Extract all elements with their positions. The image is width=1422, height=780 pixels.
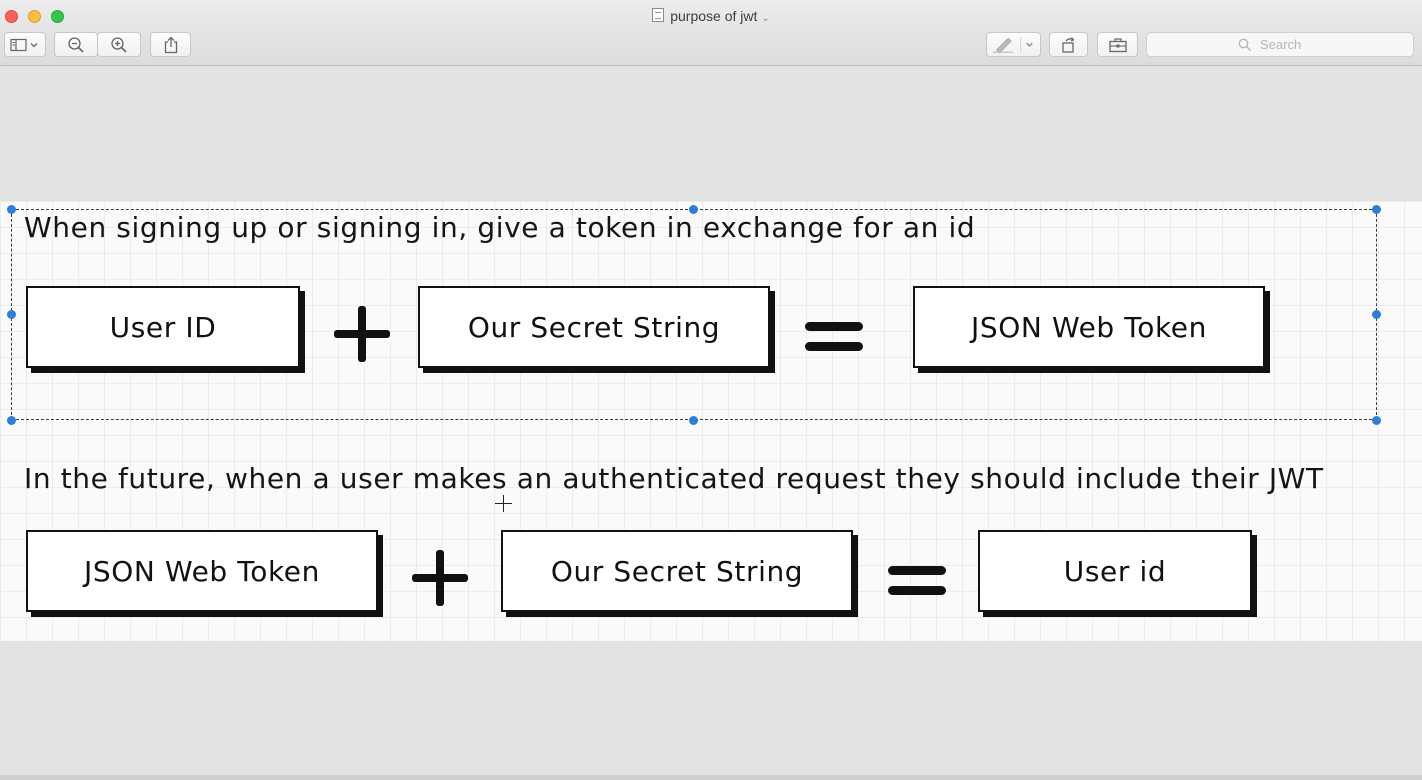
box-user-id: User id: [978, 530, 1252, 612]
share-button[interactable]: [150, 32, 191, 57]
markup-button[interactable]: [986, 32, 1041, 57]
maximize-window-button[interactable]: [51, 10, 64, 23]
selection-handle-bottom-left[interactable]: [7, 416, 16, 425]
document-canvas[interactable]: When signing up or signing in, give a to…: [0, 201, 1422, 641]
zoom-out-button[interactable]: [54, 32, 98, 57]
document-icon: [652, 8, 665, 22]
markup-pen-icon: [992, 36, 1033, 53]
search-input[interactable]: [1258, 36, 1322, 53]
window-title-text: purpose of jwt: [670, 8, 758, 24]
selection-handle-right[interactable]: [1372, 310, 1381, 319]
search-icon: [1238, 38, 1251, 51]
box-secret-string: Our Secret String: [418, 286, 770, 368]
toolbox-icon: [1108, 37, 1127, 52]
equals-icon: [888, 566, 946, 596]
title-chevron-icon[interactable]: ⌄: [761, 13, 770, 24]
box-json-web-token: JSON Web Token: [26, 530, 378, 612]
selection-handle-left[interactable]: [7, 310, 16, 319]
selection-handle-bottom[interactable]: [689, 416, 698, 425]
heading-signing-in: When signing up or signing in, give a to…: [24, 211, 976, 244]
zoom-out-icon: [68, 36, 84, 53]
heading-future-requests: In the future, when a user makes an auth…: [24, 462, 1324, 495]
bottom-edge: [0, 775, 1422, 780]
crosshair-cursor-icon: [495, 495, 512, 512]
sidebar-icon: [10, 38, 38, 51]
selection-handle-top-right[interactable]: [1372, 205, 1381, 214]
selection-handle-top[interactable]: [689, 205, 698, 214]
close-window-button[interactable]: [5, 10, 18, 23]
window-titlebar: purpose of jwt⌄: [0, 0, 1422, 66]
minimize-window-button[interactable]: [28, 10, 41, 23]
plus-icon: [334, 306, 390, 362]
box-label: Our Secret String: [550, 554, 804, 588]
box-label: JSON Web Token: [84, 554, 320, 588]
zoom-in-icon: [111, 36, 127, 53]
box-label: User id: [1063, 554, 1167, 588]
window-title[interactable]: purpose of jwt⌄: [0, 8, 1422, 24]
toolbox-button[interactable]: [1097, 32, 1138, 57]
rotate-button[interactable]: [1049, 32, 1088, 57]
selection-rectangle[interactable]: [11, 209, 1377, 420]
box-label: User ID: [109, 310, 217, 344]
equals-icon: [805, 322, 863, 352]
zoom-in-button[interactable]: [97, 32, 141, 57]
box-label: JSON Web Token: [971, 310, 1207, 344]
search-field[interactable]: [1146, 32, 1414, 57]
plus-icon: [412, 550, 468, 606]
box-json-web-token: JSON Web Token: [913, 286, 1265, 368]
sidebar-toggle-button[interactable]: [4, 32, 46, 57]
rotate-icon: [1061, 36, 1074, 53]
box-secret-string: Our Secret String: [501, 530, 853, 612]
box-label: Our Secret String: [467, 310, 721, 344]
selection-handle-bottom-right[interactable]: [1372, 416, 1381, 425]
share-icon: [164, 36, 177, 53]
selection-handle-top-left[interactable]: [7, 205, 16, 214]
box-user-id: User ID: [26, 286, 300, 368]
